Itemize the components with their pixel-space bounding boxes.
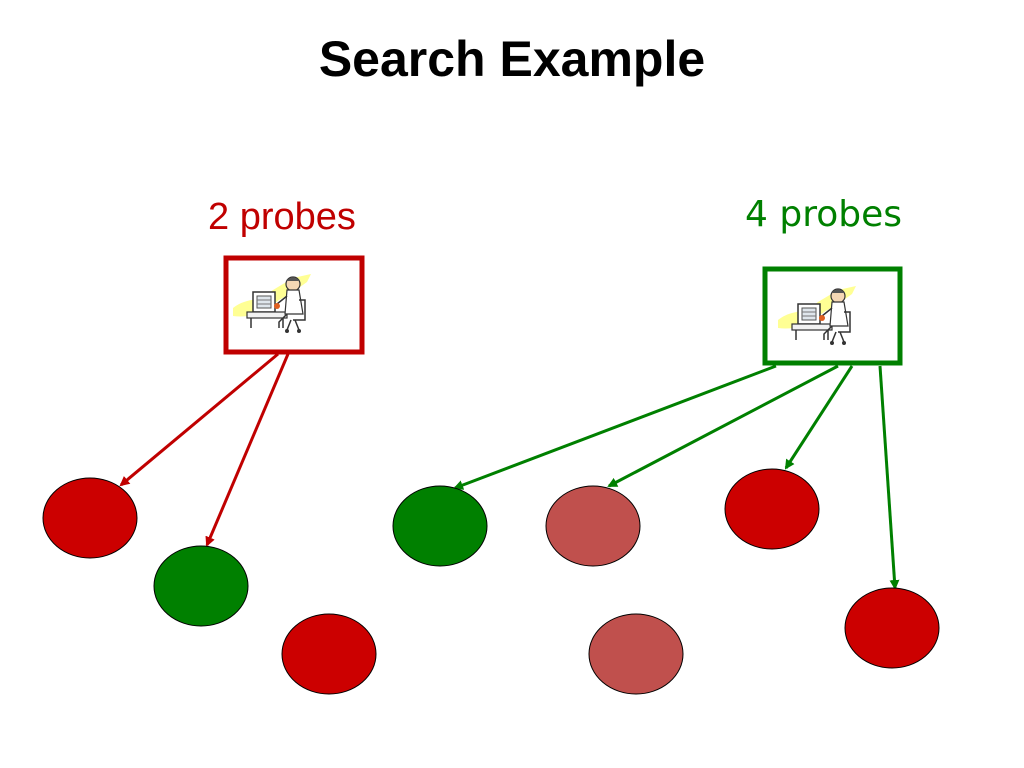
node-red-4	[844, 587, 940, 669]
right-arrow-1	[453, 364, 777, 490]
slide-title: Search Example	[318, 31, 706, 87]
left-arrow-1	[119, 352, 279, 487]
right-arrow-4	[878, 365, 900, 590]
left-probes-label: 2 probes	[208, 196, 356, 238]
node-red-2	[281, 613, 377, 695]
node-green-1	[153, 545, 249, 627]
node-red-3	[724, 468, 820, 550]
node-red-1	[42, 477, 138, 559]
left-searcher-box	[223, 255, 365, 355]
right-probes-label: 4 probes	[745, 194, 902, 235]
right-arrow-2	[607, 364, 839, 488]
node-faded-red-1	[545, 485, 641, 567]
node-faded-red-2	[588, 613, 684, 695]
right-arrow-3	[784, 365, 854, 470]
node-green-2	[392, 485, 488, 567]
left-arrow-2	[205, 353, 290, 547]
